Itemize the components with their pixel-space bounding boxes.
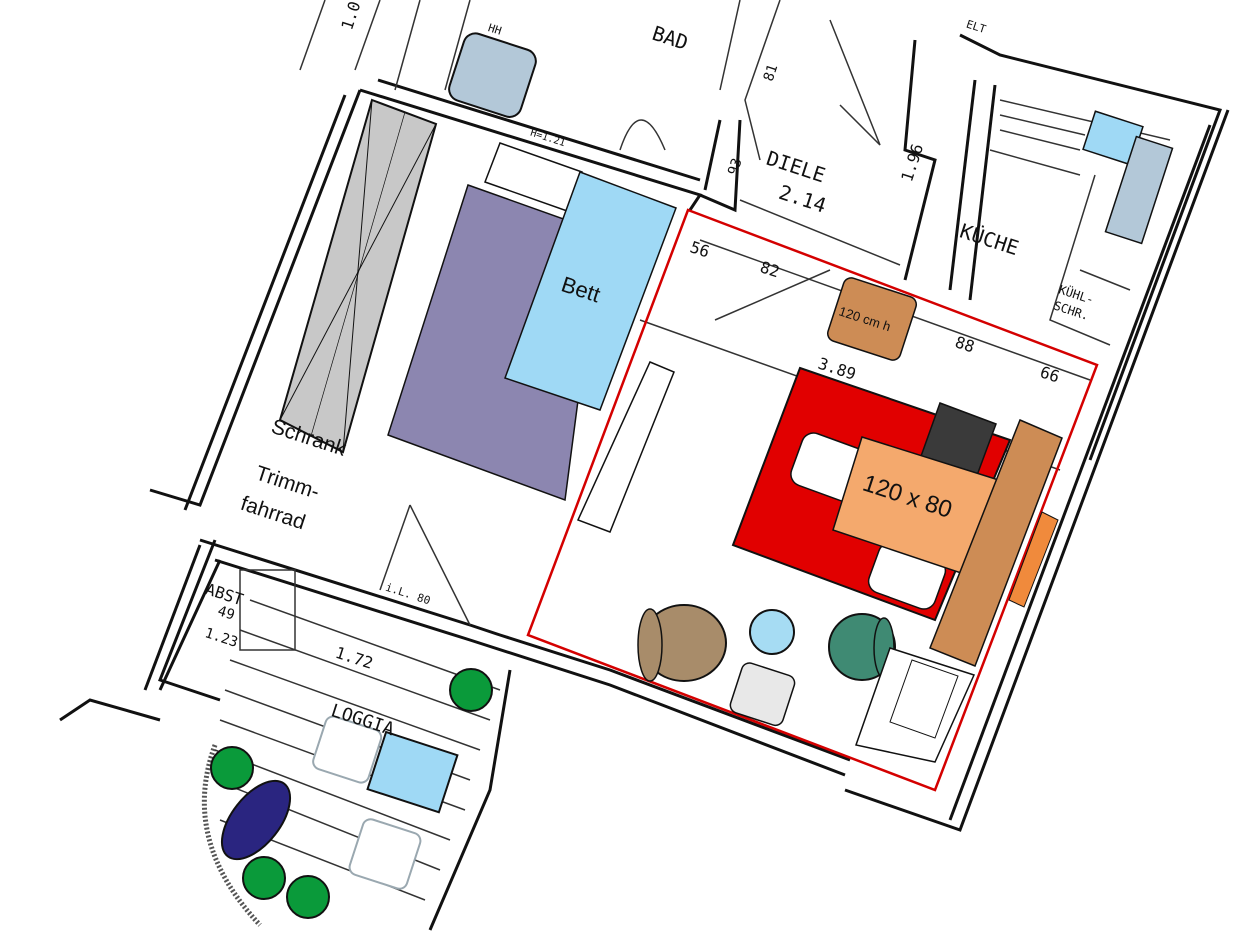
loggia-chair-1[interactable] — [311, 714, 383, 784]
cabinet-120cm[interactable] — [826, 276, 919, 362]
dim-3: 56 — [688, 237, 712, 261]
room-hh: HH — [486, 21, 503, 37]
room-diele: DIELE — [764, 146, 829, 187]
bed[interactable] — [504, 171, 677, 411]
lounger[interactable] — [209, 769, 303, 871]
dim-7: 66 — [1038, 362, 1062, 386]
kitchen-counter-grey[interactable] — [1104, 135, 1174, 245]
room-kueche: KÜCHE — [957, 219, 1022, 260]
bike-label-2: fahrrad — [238, 492, 308, 534]
lounge-chair-seat — [889, 659, 959, 739]
loggia-chair-2[interactable] — [348, 817, 423, 891]
dim-1: 1.0 — [337, 0, 364, 32]
plant-3 — [242, 856, 286, 900]
dim-2: 1.96 — [897, 141, 927, 184]
dim-11: i.L. 80 — [384, 581, 432, 608]
walls — [59, 0, 1230, 832]
dim-14: H=1.21 — [529, 128, 567, 150]
dim-13: 81 — [761, 62, 781, 83]
armchair-brown-back — [637, 608, 663, 682]
dim-10: 1.72 — [333, 643, 376, 673]
room-bad: BAD — [649, 21, 691, 55]
dim-5: 88 — [953, 332, 977, 356]
side-shelf[interactable] — [1008, 511, 1059, 608]
side-table[interactable] — [728, 661, 796, 727]
washing-machine[interactable] — [446, 30, 539, 120]
room-elt: ELT — [965, 18, 988, 37]
dim-8: 49 — [216, 603, 237, 623]
loggia-ottoman[interactable] — [366, 730, 459, 814]
plant-4 — [286, 875, 330, 919]
ottoman[interactable] — [749, 609, 795, 655]
sideboard[interactable] — [929, 419, 1063, 667]
bench[interactable] — [576, 361, 675, 533]
wardrobe[interactable] — [278, 98, 438, 454]
dim-4: 82 — [758, 257, 782, 281]
room-outline — [526, 208, 1099, 792]
dim-12: 93 — [725, 156, 745, 177]
plant-1 — [449, 668, 493, 712]
plant-2 — [210, 746, 254, 790]
dim-9: 1.23 — [203, 625, 240, 651]
